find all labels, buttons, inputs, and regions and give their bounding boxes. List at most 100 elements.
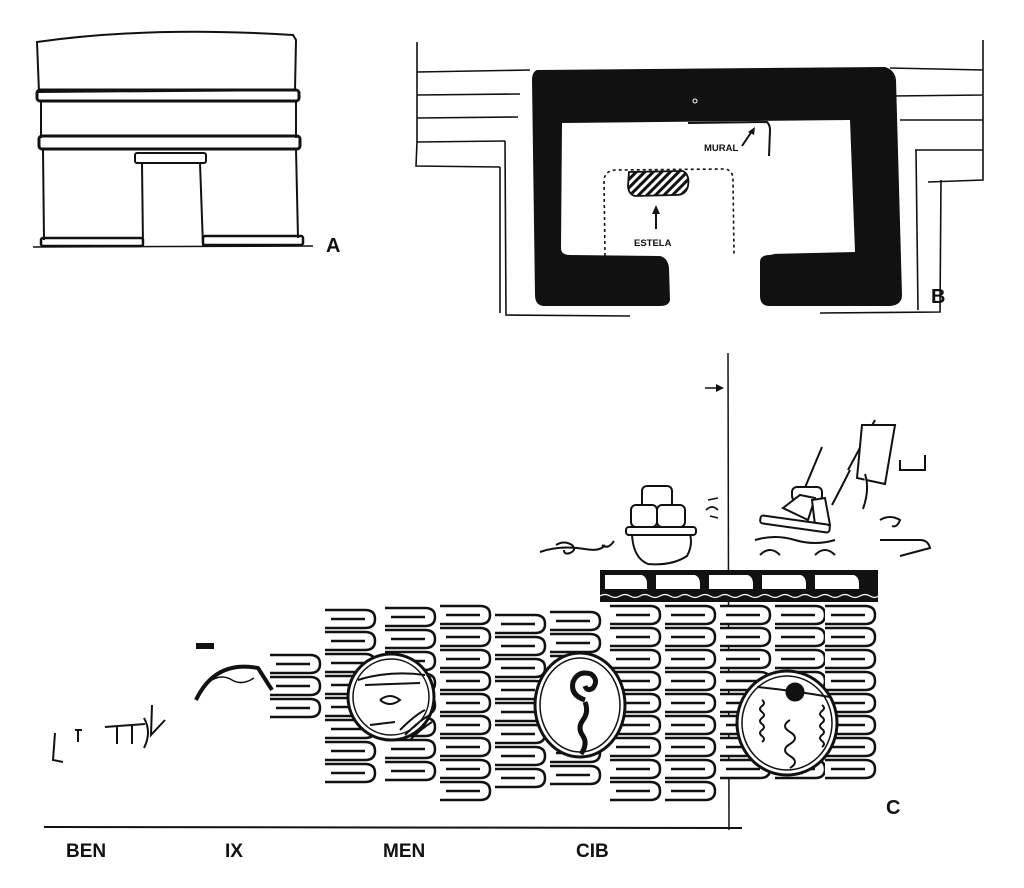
feather-scale xyxy=(385,738,437,760)
feather-scale xyxy=(665,648,717,670)
wall-right xyxy=(295,148,299,239)
feather-scale xyxy=(550,610,602,632)
figure-fragment xyxy=(754,419,932,557)
feather-scale xyxy=(495,635,547,657)
panel-label-c: C xyxy=(886,797,900,819)
feather-scale xyxy=(825,648,877,670)
ben-glyph-dot xyxy=(785,682,805,702)
feather-scale xyxy=(440,692,492,714)
stela-arrowhead xyxy=(652,205,660,214)
feather-scale xyxy=(440,648,492,670)
broken-glyph-dots xyxy=(211,676,255,684)
inner-chamber-outline xyxy=(603,168,735,257)
offering-pot xyxy=(625,485,697,566)
feather-scale xyxy=(325,762,377,784)
feather-scale xyxy=(825,736,877,758)
feather-scale xyxy=(495,613,547,635)
feather-scale xyxy=(440,670,492,692)
upper-band-blocks xyxy=(603,573,861,591)
feather-scale xyxy=(665,736,717,758)
roof-top xyxy=(35,30,298,94)
base-platform-left xyxy=(39,236,145,248)
feather-scale xyxy=(610,780,662,802)
stela xyxy=(627,170,690,197)
feather-scale xyxy=(440,758,492,780)
fragment-left-marks xyxy=(51,704,166,763)
feather-scale xyxy=(720,626,772,648)
reference-arrowhead xyxy=(716,384,724,392)
feather-scale xyxy=(720,604,772,626)
ground-line-c xyxy=(43,826,743,829)
feather-scale xyxy=(665,626,717,648)
base-outline xyxy=(499,140,942,317)
feather-scale xyxy=(665,714,717,736)
feather-scale xyxy=(825,758,877,780)
men-glyph-detail xyxy=(357,672,433,741)
door-lintel xyxy=(134,152,207,164)
temple-walls xyxy=(532,67,902,306)
wall-left xyxy=(42,148,45,241)
small-glyph xyxy=(705,497,719,519)
day-sign-label-ben: BEN xyxy=(66,841,106,862)
ground-line xyxy=(32,245,314,248)
feather-scale xyxy=(440,780,492,802)
broken-glyph-arc xyxy=(194,664,274,701)
mural-label: MURAL xyxy=(704,143,738,154)
day-sign-label-ix: IX xyxy=(225,841,243,862)
mural-line xyxy=(687,120,772,157)
feather-scale xyxy=(270,675,322,697)
feather-scale xyxy=(610,604,662,626)
feather-scale xyxy=(550,764,602,786)
feather-scale xyxy=(495,723,547,745)
feather-scale xyxy=(270,653,322,675)
feather-scale xyxy=(270,697,322,719)
base-platform-right xyxy=(201,234,305,247)
day-sign-label-cib: CIB xyxy=(576,841,609,862)
feather-scale xyxy=(325,608,377,630)
feather-scale xyxy=(325,630,377,652)
stela-label: ESTELA xyxy=(634,238,672,249)
feather-scale xyxy=(495,657,547,679)
feather-scale xyxy=(440,626,492,648)
platform-steps-left xyxy=(415,69,531,168)
glyph-cartouche-ben-inner xyxy=(741,675,833,771)
panel-a-elevation xyxy=(32,30,314,248)
feather-scale xyxy=(495,767,547,789)
cib-glyph-spiral xyxy=(570,670,599,756)
feather-scale xyxy=(440,604,492,626)
scroll-ornament-left xyxy=(539,540,615,555)
glyph-cartouche-men-inner xyxy=(352,658,430,736)
panel-label-b: B xyxy=(931,286,945,308)
fragment-dash xyxy=(196,643,214,649)
door-jamb-right xyxy=(199,162,204,247)
feather-scale xyxy=(775,626,827,648)
feather-scale xyxy=(610,648,662,670)
feather-scale xyxy=(440,736,492,758)
panel-label-a: A xyxy=(326,235,340,257)
feather-scale xyxy=(495,745,547,767)
feather-scale xyxy=(825,692,877,714)
glyph-cartouche-cib xyxy=(533,651,627,759)
feather-scale xyxy=(665,758,717,780)
feather-scale xyxy=(825,604,877,626)
feather-scale xyxy=(325,740,377,762)
panel-c-mural xyxy=(43,352,932,831)
feather-scale xyxy=(665,604,717,626)
feather-scale xyxy=(825,670,877,692)
feather-scale xyxy=(665,670,717,692)
door-jamb-left xyxy=(141,162,144,247)
feather-scale xyxy=(385,606,437,628)
mural-arrow xyxy=(741,130,753,147)
feather-scale xyxy=(610,758,662,780)
feather-scale xyxy=(610,736,662,758)
feather-scale xyxy=(610,626,662,648)
platform-steps-right xyxy=(889,67,984,183)
panel-b-plan xyxy=(415,40,984,317)
column-marker xyxy=(692,98,698,104)
feather-scale xyxy=(720,648,772,670)
feather-scale xyxy=(550,632,602,654)
feather-scale xyxy=(385,760,437,782)
feather-scale xyxy=(825,626,877,648)
feather-scale xyxy=(440,714,492,736)
